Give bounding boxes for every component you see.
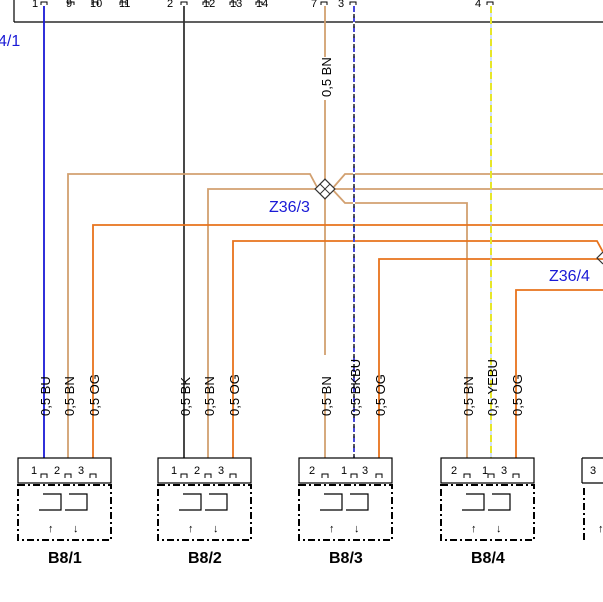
wire-label-b81-1: 0,5 BU	[38, 376, 53, 416]
sensor-pin: 1	[482, 465, 488, 477]
sensor-element	[320, 493, 369, 511]
sensor-housing	[157, 484, 252, 541]
top-pin-4: 4	[475, 0, 481, 10]
arrow-up-icon: ↑	[329, 523, 335, 535]
sensor-housing	[298, 484, 393, 541]
wire-label-b81-3: 0,5 OG	[87, 374, 102, 416]
top-pin-11: 11	[119, 0, 130, 10]
splice-z36-4-symbol	[596, 251, 603, 265]
sensor-pin: 2	[451, 465, 457, 477]
wire-label-b82-1: 0,5 BK	[178, 377, 193, 416]
wire-label-b84-3: 0,5 OG	[510, 374, 525, 416]
arrow-up-icon: ↑	[598, 523, 603, 535]
splice-z36-3: Z36/3	[269, 178, 336, 216]
wire-label-top: 0,5 BN	[319, 57, 334, 97]
sensor-pin: 2	[309, 465, 315, 477]
sensor-pin: 3	[78, 465, 84, 477]
connector-ref-label: 4/1	[0, 33, 20, 50]
wire-label-b82-2: 0,5 BN	[202, 376, 217, 416]
wire-brown-b82	[207, 188, 318, 458]
arrow-up-icon: ↑	[471, 523, 477, 535]
sensor-element	[39, 493, 88, 511]
wire-label-b84-1: 0,5 BN	[461, 376, 476, 416]
sensor-pin: 2	[194, 465, 200, 477]
top-connector: 1 9 10 11 2 12 13 14 7 3 4 4/1	[0, 0, 603, 50]
arrow-down-icon: ↓	[496, 523, 502, 535]
wire-orange-b81	[92, 224, 603, 458]
top-pin-7: 7	[311, 0, 317, 10]
top-pin-1: 1	[32, 0, 38, 10]
sensor-connector	[157, 457, 252, 484]
top-pin-9: 9	[66, 0, 72, 10]
arrow-down-icon: ↓	[73, 523, 79, 535]
top-pin-3: 3	[338, 0, 344, 10]
arrow-down-icon: ↓	[213, 523, 219, 535]
sensor-pin: 3	[218, 465, 224, 477]
sensor-b8-2: 1 2 3 ↑ ↓ B8/2	[157, 457, 252, 567]
wire-label-b84-2: 0,5 YEBU	[485, 359, 500, 416]
sensor-pin: 3	[362, 465, 368, 477]
wire-label-b81-2: 0,5 BN	[62, 376, 77, 416]
top-pin-13: 13	[230, 0, 242, 10]
sensor-housing	[440, 484, 535, 541]
top-pin-14: 14	[256, 0, 268, 10]
sensor-b8-3: 2 1 3 ↑ ↓ B8/3	[298, 457, 393, 567]
sensor-connector	[17, 457, 112, 484]
sensor-connector	[440, 457, 535, 484]
sensor-pin: 3	[501, 465, 507, 477]
dashed-wires	[353, 6, 492, 458]
splice-z36-4-label: Z36/4	[549, 268, 590, 285]
wire-label-b82-3: 0,5 OG	[227, 374, 242, 416]
sensor-label: B8/2	[188, 550, 222, 567]
wire-label-b83-2: 0,5 BKBU	[348, 359, 363, 416]
top-pin-2: 2	[167, 0, 173, 10]
wire-label-b83-3: 0,5 OG	[373, 374, 388, 416]
splice-z36-3-label: Z36/3	[269, 199, 310, 216]
wires	[43, 6, 603, 458]
sensor-partial: 3 ↑	[581, 457, 603, 540]
sensor-element	[179, 493, 228, 511]
wire-label-b83-1: 0,5 BN	[319, 376, 334, 416]
arrow-down-icon: ↓	[354, 523, 360, 535]
sensor-pin: 1	[171, 465, 177, 477]
sensor-pin: 3	[590, 465, 596, 477]
arrow-up-icon: ↑	[48, 523, 54, 535]
sensor-label: B8/4	[471, 550, 505, 567]
wire-orange-b83	[378, 258, 603, 458]
sensor-b8-1: 1 2 3 ↑ ↓ B8/1	[17, 457, 112, 567]
sensor-pin: 1	[31, 465, 37, 477]
sensor-housing	[17, 484, 112, 541]
arrow-up-icon: ↑	[188, 523, 194, 535]
sensor-b8-4: 2 1 3 ↑ ↓ B8/4	[440, 457, 535, 567]
wire-brown-b81	[67, 173, 319, 458]
top-pin-12: 12	[203, 0, 215, 10]
pin-markers	[40, 1, 494, 5]
wire-orange-b82	[232, 240, 603, 458]
wire-brown-b84	[331, 188, 468, 458]
splice-z36-4: Z36/4	[549, 251, 603, 285]
wire-orange-b84	[515, 289, 603, 458]
sensor-pin: 2	[54, 465, 60, 477]
sensor-connector	[298, 457, 393, 484]
sensor-pin: 1	[341, 465, 347, 477]
sensor-label: B8/1	[48, 550, 82, 567]
sensor-element	[462, 493, 511, 511]
sensor-label: B8/3	[329, 550, 363, 567]
wire-brown-right	[331, 173, 603, 190]
top-pin-10: 10	[90, 0, 102, 10]
